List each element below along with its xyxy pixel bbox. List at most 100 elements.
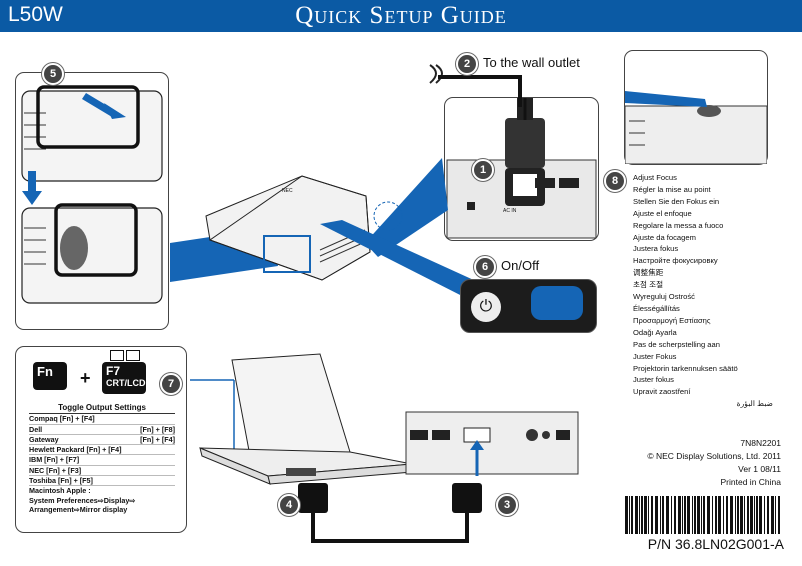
- step-6-badge: 6: [474, 256, 496, 278]
- focus-language-item: Projektorin tarkennuksen säätö: [633, 363, 738, 373]
- barcode-bar: [678, 496, 681, 534]
- focus-language-item: Upravit zaostření: [633, 387, 691, 397]
- barcode-bar: [764, 496, 765, 534]
- wall-outlet-caption: To the wall outlet: [483, 55, 580, 70]
- pressing-hand-icon: [531, 286, 583, 320]
- barcode-bar: [715, 496, 717, 534]
- barcode-bar: [682, 496, 683, 534]
- toggle-output-table: Toggle Output Settings Compaq [Fn] + [F4…: [29, 403, 175, 514]
- barcode-bar: [666, 496, 669, 534]
- barcode-bar: [703, 496, 705, 534]
- fn-key-label: Fn: [37, 364, 53, 379]
- focus-language-item: Настройте фокусировку: [633, 256, 718, 266]
- barcode-bar: [697, 496, 700, 534]
- barcode-bar: [694, 496, 696, 534]
- toggle-row: Toshiba [Fn] + [F5]: [29, 476, 175, 487]
- focus-language-item: Προσαρμογή Εστίασης: [633, 315, 711, 325]
- barcode-bar: [644, 496, 647, 534]
- barcode-bar: [723, 496, 724, 534]
- barcode-bar: [629, 496, 630, 534]
- vga-cable: [298, 483, 482, 543]
- step-3-badge: 3: [496, 494, 518, 516]
- step-7-badge: 7: [160, 373, 182, 395]
- toggle-row: NEC [Fn] + [F3]: [29, 465, 175, 477]
- barcode-bar: [747, 496, 749, 534]
- barcode-bar: [684, 496, 686, 534]
- toggle-row-label: IBM [Fn] + [F7]: [29, 455, 80, 465]
- barcode: [625, 496, 780, 534]
- barcode-bar: [692, 496, 693, 534]
- crt-lcd-label: CRT/LCD: [106, 378, 146, 388]
- barcode-bar: [759, 496, 762, 534]
- f7-key-label: F7: [106, 364, 121, 378]
- barcode-bar: [674, 496, 676, 534]
- barcode-bar: [641, 496, 643, 534]
- printed-location: Printed in China: [720, 477, 781, 487]
- barcode-bar: [662, 496, 664, 534]
- toggle-row: Compaq [Fn] + [F4]: [29, 414, 175, 425]
- copyright: © NEC Display Solutions, Ltd. 2011: [647, 451, 781, 461]
- focus-language-item: Justera fokus: [633, 244, 679, 254]
- barcode-bar: [639, 496, 640, 534]
- barcode-bar: [660, 496, 661, 534]
- toggle-row-label: Dell: [29, 424, 43, 434]
- focus-language-item: 调整焦距: [633, 268, 664, 278]
- barcode-bar: [740, 496, 743, 534]
- step-8-badge: 8: [604, 170, 626, 192]
- toggle-row-label: NEC [Fn] + [F3]: [29, 465, 82, 475]
- part-number: P/N 36.8LN02G001-A: [647, 536, 784, 552]
- document-info: 7N8N2201 © NEC Display Solutions, Ltd. 2…: [647, 437, 781, 489]
- ac-in-label: AC IN: [503, 208, 517, 214]
- toggle-row: IBM [Fn] + [F7]: [29, 455, 175, 466]
- focus-language-item: Pas de scherpstelling aan: [633, 339, 720, 349]
- header-bar: [0, 0, 802, 32]
- toggle-row-keys: [Fn] + [F8]: [140, 424, 175, 434]
- toggle-row: Macintosh Apple :: [29, 486, 175, 495]
- barcode-bar: [707, 496, 710, 534]
- toggle-row-label: Hewlett Packard [Fn] + [F4]: [29, 445, 122, 455]
- focus-ring-illustration: [624, 91, 768, 165]
- step-4-badge: 4: [278, 494, 300, 516]
- barcode-bar: [771, 496, 774, 534]
- barcode-bar: [730, 496, 733, 534]
- document-code: 7N8N2201: [740, 438, 781, 448]
- focus-language-item: 초점 조절: [633, 280, 664, 290]
- power-icon[interactable]: ⏻: [471, 292, 501, 322]
- toggle-row: Arrangement⇨Mirror display: [29, 505, 175, 514]
- barcode-bar: [655, 496, 658, 534]
- barcode-bar: [651, 496, 653, 534]
- step-1-badge: 1: [472, 159, 494, 181]
- toggle-row-label: System Preferences⇨Display⇨: [29, 495, 136, 505]
- focus-language-item: Élességállítás: [633, 303, 680, 313]
- version: Ver 1 08/11: [738, 464, 781, 474]
- power-cord: [429, 64, 522, 107]
- toggle-row: System Preferences⇨Display⇨: [29, 496, 175, 505]
- projector-illustration: NEC: [170, 158, 500, 300]
- laptop-illustration: [190, 353, 413, 485]
- projector-rear-illustration: [405, 411, 579, 476]
- barcode-bar: [737, 496, 739, 534]
- fn-key: Fn: [33, 362, 67, 390]
- focus-language-item: Ajuste da focagem: [633, 232, 696, 242]
- focus-language-item: Adjust Focus: [633, 173, 677, 182]
- model-name: L50W: [8, 3, 63, 26]
- barcode-bar: [712, 496, 713, 534]
- toggle-row-keys: [Fn] + [F4]: [140, 434, 175, 444]
- power-connector-illustration: [446, 98, 597, 239]
- toggle-row-label: Arrangement⇨Mirror display: [29, 504, 128, 514]
- focus-language-item: Regolare la messa a fuoco: [633, 220, 724, 230]
- barcode-bar: [735, 496, 736, 534]
- monitor-icon: [110, 350, 124, 361]
- barcode-bar: [767, 496, 769, 534]
- step-5-badge: 5: [42, 63, 64, 85]
- toggle-row-label: Macintosh Apple :: [29, 486, 91, 496]
- step-2-badge: 2: [456, 53, 478, 75]
- focus-language-item: ضبط البؤرة: [736, 399, 773, 409]
- toggle-row-label: Gateway: [29, 434, 59, 444]
- toggle-row: Gateway [Fn] + [F4]: [29, 434, 175, 446]
- lens-cover-panel: [15, 72, 169, 330]
- focus-language-item: Juster Fokus: [633, 351, 677, 361]
- focus-language-item: Ajuste el enfoque: [633, 208, 692, 218]
- toggle-row: Hewlett Packard [Fn] + [F4]: [29, 445, 175, 456]
